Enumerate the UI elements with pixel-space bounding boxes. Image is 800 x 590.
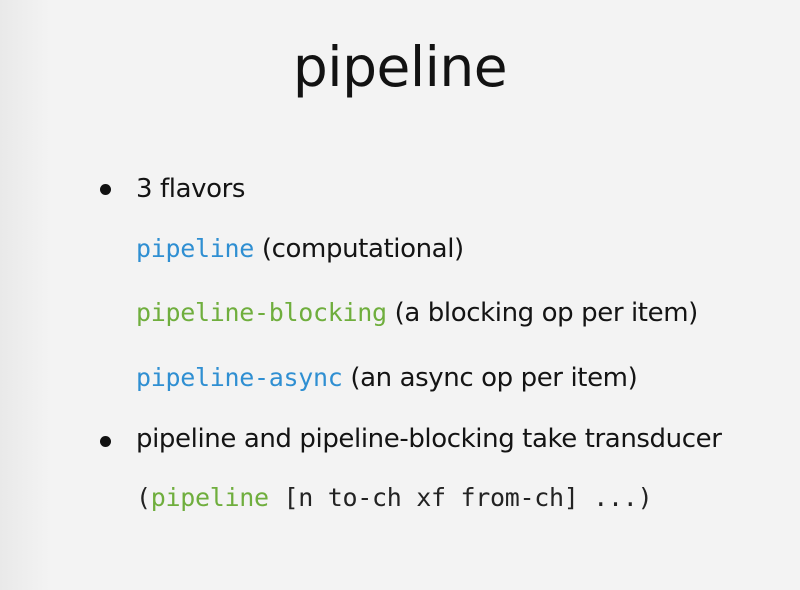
code-pipeline-blocking: pipeline-blocking [136, 298, 387, 327]
code-example: (pipeline [n to-ch xf from-ch] ...) [136, 481, 653, 515]
bullet-dot-icon [100, 184, 111, 195]
flavor-desc: (a blocking op per item) [394, 298, 699, 328]
flavor-desc: (computational) [261, 234, 464, 264]
slide-title: pipeline [292, 35, 508, 99]
code-pipeline: pipeline [136, 234, 255, 263]
bullet-dot-icon [100, 436, 111, 447]
flavor-desc: (an async op per item) [350, 363, 638, 393]
code-open-paren: ( [136, 483, 151, 512]
code-pipeline-async: pipeline-async [136, 363, 343, 392]
code-args: [n to-ch xf from-ch] ...) [268, 483, 653, 512]
code-fn-pipeline: pipeline [150, 483, 269, 512]
bullet-text-flavors: 3 flavors [136, 174, 246, 204]
flavor-item-pipeline-async: pipeline-async (an async op per item) [136, 361, 638, 395]
flavor-item-pipeline-blocking: pipeline-blocking (a blocking op per ite… [136, 296, 698, 330]
left-edge-shadow [0, 0, 50, 590]
flavor-item-pipeline: pipeline (computational) [136, 232, 464, 266]
bullet-text-transducer: pipeline and pipeline-blocking take tran… [136, 424, 722, 454]
